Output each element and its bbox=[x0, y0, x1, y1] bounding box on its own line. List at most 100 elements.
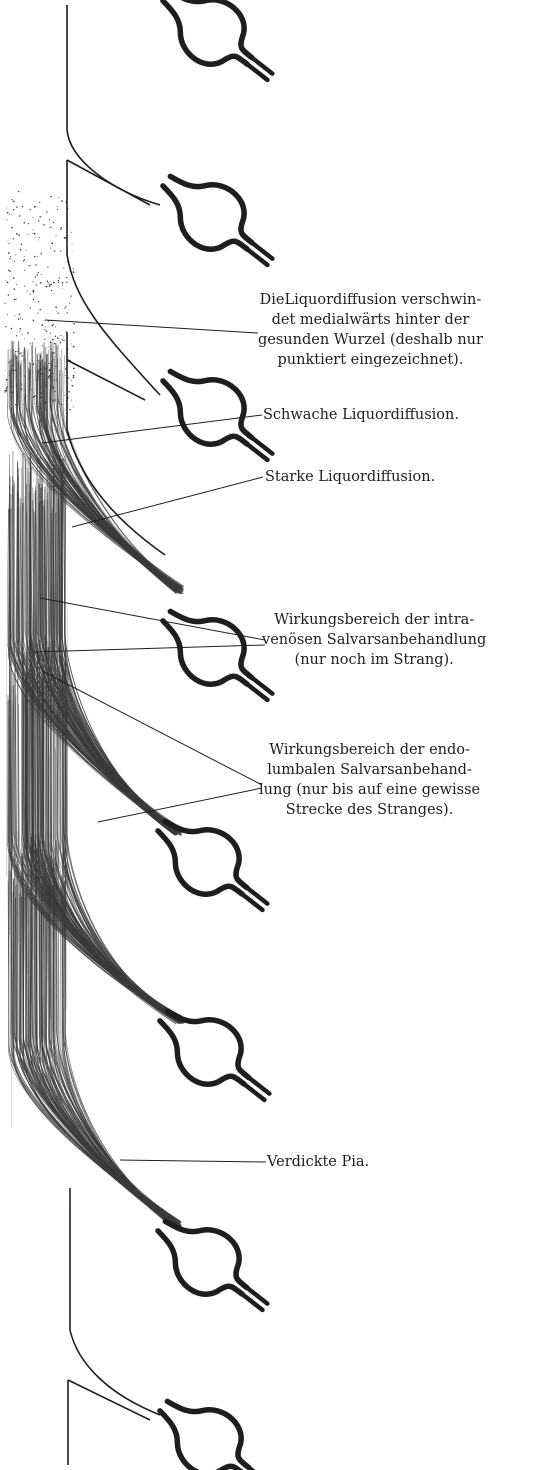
stipple-dot bbox=[73, 323, 75, 325]
stipple-dot bbox=[63, 340, 64, 341]
stipple-dot bbox=[10, 281, 11, 282]
label-line: Schwache Liquordiffusion. bbox=[263, 405, 459, 425]
spinal-ganglion bbox=[142, 1201, 285, 1332]
stipple-dot bbox=[42, 345, 43, 346]
hatch-stroke bbox=[50, 342, 177, 591]
stipple-dot bbox=[37, 256, 38, 257]
stipple-dot bbox=[74, 372, 75, 373]
stipple-dot bbox=[71, 295, 72, 296]
stipple-dot bbox=[54, 250, 56, 252]
stipple-dot bbox=[60, 251, 61, 252]
hatch-stroke bbox=[63, 842, 176, 1224]
leader-lines bbox=[33, 320, 266, 1162]
stipple-dot bbox=[45, 329, 46, 330]
stipple-dot bbox=[73, 346, 75, 348]
stipple-dot bbox=[34, 338, 35, 339]
stipple-dot bbox=[53, 282, 55, 284]
stipple-dot bbox=[40, 309, 41, 310]
label-line: Verdickte Pia. bbox=[267, 1152, 369, 1172]
stipple-dot bbox=[15, 315, 16, 316]
stipple-dot bbox=[37, 313, 38, 314]
stipple-dot bbox=[45, 338, 46, 339]
label-line: lung (nur bis auf eine gewisse bbox=[259, 780, 480, 800]
stipple-dot bbox=[50, 333, 51, 334]
stipple-dot bbox=[19, 215, 20, 216]
stipple-dot bbox=[9, 258, 10, 259]
stipple-dot bbox=[55, 306, 57, 308]
stipple-dot bbox=[63, 267, 64, 268]
stipple-dot bbox=[61, 335, 62, 336]
stipple-dot bbox=[71, 344, 72, 345]
stipple-dot bbox=[72, 250, 73, 251]
stipple-dot bbox=[58, 280, 59, 281]
stipple-dot bbox=[56, 311, 57, 312]
stipple-dot bbox=[24, 256, 25, 257]
stipple-dot bbox=[24, 285, 25, 286]
stipple-dot bbox=[58, 338, 59, 339]
stipple-dot bbox=[30, 343, 31, 344]
stipple-dot bbox=[62, 339, 63, 340]
stipple-dot bbox=[58, 197, 59, 198]
stipple-dot bbox=[36, 284, 37, 285]
label-line: det medialwärts hinter der bbox=[258, 310, 483, 330]
stipple-dot bbox=[38, 239, 39, 240]
ganglion-outline bbox=[144, 1381, 266, 1470]
stipple-dot bbox=[19, 331, 20, 332]
stipple-dot bbox=[55, 326, 56, 327]
stipple-dot bbox=[60, 227, 62, 229]
stipple-dot bbox=[36, 274, 38, 276]
stipple-dot bbox=[38, 220, 39, 221]
stipple-dot bbox=[28, 223, 29, 224]
label-line: Strecke des Stranges). bbox=[259, 800, 480, 820]
stipple-dot bbox=[51, 290, 52, 291]
stipple-dot bbox=[11, 328, 13, 330]
stipple-dot bbox=[65, 237, 67, 239]
stipple-dot bbox=[35, 264, 36, 265]
stipple-dot bbox=[53, 352, 54, 353]
stipple-dot bbox=[27, 290, 28, 291]
stipple-dot bbox=[9, 243, 10, 244]
stipple-dot bbox=[38, 272, 39, 273]
stipple-dot bbox=[5, 326, 6, 327]
stipple-dot bbox=[5, 219, 6, 220]
stipple-dot bbox=[6, 389, 7, 390]
nerve-stub bbox=[247, 243, 272, 265]
label-line: Wirkungsbereich der endo- bbox=[259, 740, 480, 760]
stipple-dot bbox=[46, 211, 47, 212]
stipple-dot bbox=[16, 335, 17, 336]
spinal-ganglia bbox=[142, 0, 290, 1470]
stipple-dot bbox=[62, 288, 63, 289]
label-schwache-liquordiffusion: Schwache Liquordiffusion. bbox=[263, 405, 459, 425]
stipple-dot bbox=[23, 260, 24, 261]
stipple-dot bbox=[73, 332, 74, 333]
spinal-ganglion bbox=[147, 156, 290, 287]
stipple-dot bbox=[33, 229, 34, 230]
spinal-ganglion bbox=[144, 1381, 287, 1470]
stipple-dot bbox=[60, 342, 62, 344]
stipple-dot bbox=[21, 355, 23, 357]
stipple-dot bbox=[30, 307, 31, 308]
stipple-dot bbox=[41, 252, 42, 253]
label-line: (nur noch im Strang). bbox=[262, 650, 486, 670]
stipple-dot bbox=[53, 324, 54, 325]
stipple-dot bbox=[71, 400, 72, 401]
stipple-dot bbox=[68, 391, 70, 393]
stipple-dot bbox=[51, 243, 53, 245]
stipple-dot bbox=[43, 224, 45, 226]
stipple-dot bbox=[7, 212, 9, 214]
stipple-dot bbox=[32, 217, 33, 218]
stipple-dot bbox=[41, 274, 42, 275]
stipple-dot bbox=[64, 395, 65, 396]
root-outline bbox=[67, 332, 165, 555]
stipple-dot bbox=[66, 277, 67, 278]
nerve-stub bbox=[247, 438, 272, 460]
stipple-dot bbox=[44, 326, 45, 327]
stipple-dot bbox=[56, 235, 57, 236]
stipple-dot bbox=[26, 250, 27, 251]
stipple-dot bbox=[39, 202, 40, 203]
label-line: Wirkungsbereich der intra- bbox=[262, 610, 486, 630]
stipple-dot bbox=[49, 285, 51, 287]
stipple-dot bbox=[73, 268, 74, 269]
leader-line bbox=[45, 320, 258, 333]
leader-line bbox=[120, 1160, 266, 1162]
